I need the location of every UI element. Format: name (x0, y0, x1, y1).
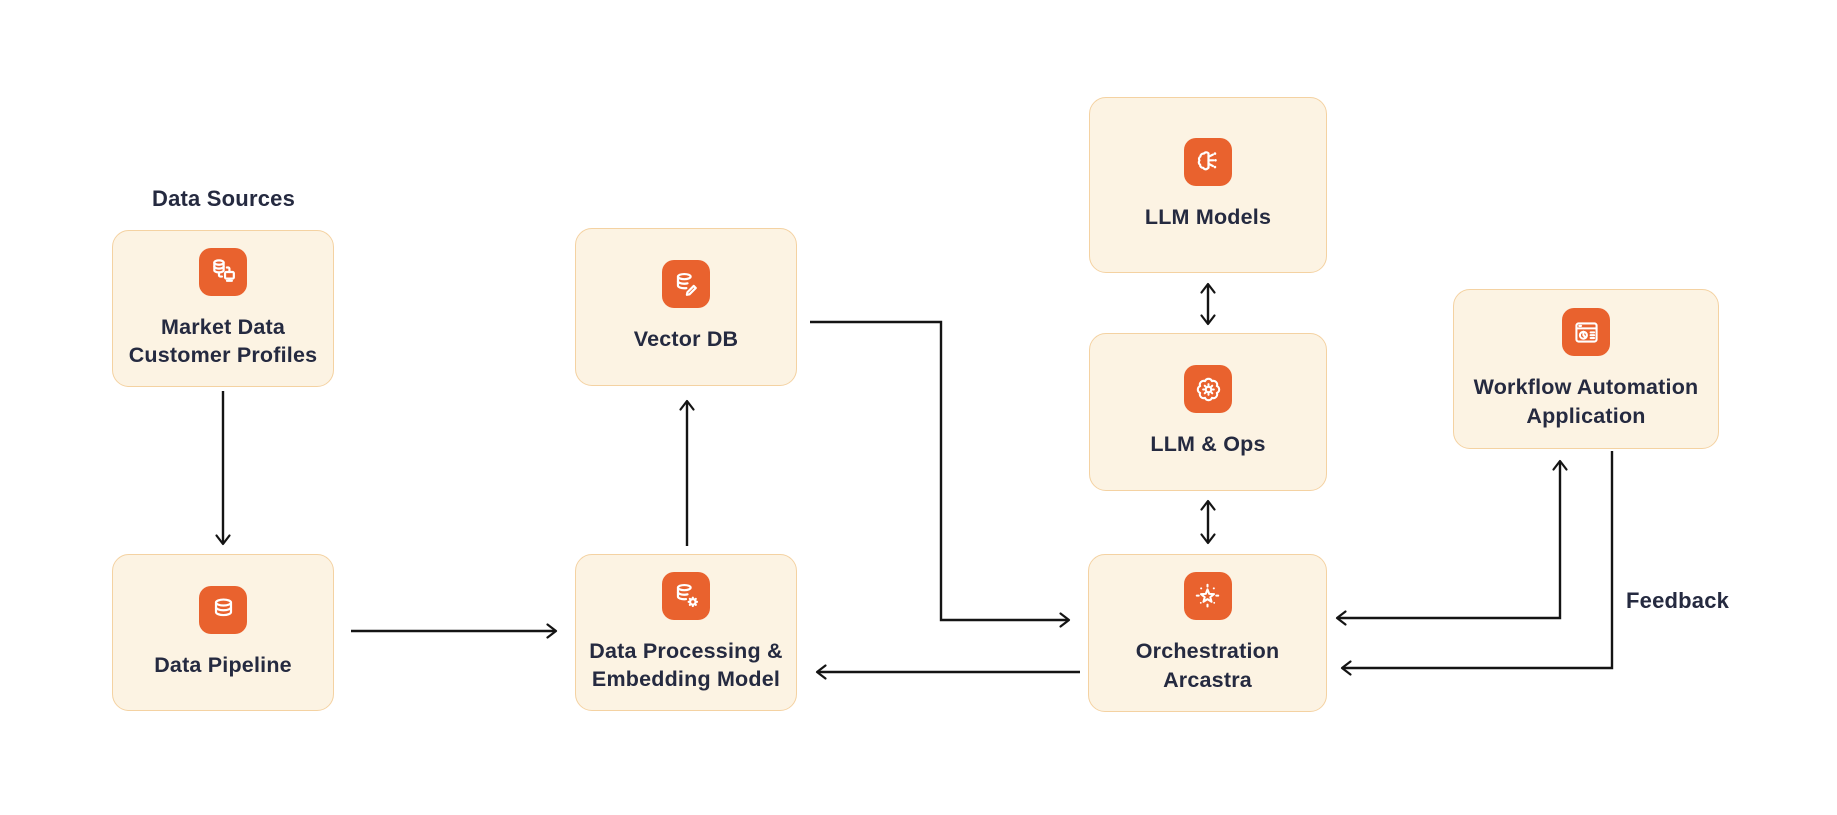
node-workflow-app: Workflow Automation Application (1453, 289, 1719, 449)
node-llm-models: LLM Models (1089, 97, 1327, 273)
edge-workflow-feedback-orchestration (1340, 451, 1614, 676)
node-label: Orchestration Arcastra (1135, 639, 1280, 692)
node-label: Data Pipeline (154, 652, 292, 677)
node-vector-db: Vector DB (575, 228, 797, 386)
star-sparkle-icon (1183, 572, 1232, 621)
database-network-icon (199, 247, 247, 296)
node-llm-ops: LLM & Ops (1089, 333, 1327, 491)
brain-circuit-icon (1184, 138, 1232, 187)
database-gear-icon (662, 571, 710, 620)
node-label: Market Data Customer Profiles (128, 314, 318, 367)
node-data-processing: Data Processing & Embedding Model (575, 554, 797, 711)
node-label: Workflow Automation Application (1473, 375, 1699, 428)
node-orchestration: Orchestration Arcastra (1088, 554, 1327, 712)
edge-vectordb-to-orchestration (810, 320, 1071, 628)
node-label: LLM & Ops (1150, 432, 1266, 457)
node-label: LLM Models (1144, 205, 1272, 230)
node-label: Vector DB (633, 327, 739, 352)
database-icon (199, 585, 247, 634)
feedback-label: Feedback (1626, 588, 1730, 613)
database-edit-icon (662, 260, 710, 309)
data-sources-label: Data Sources (152, 186, 296, 211)
node-label: Data Processing & Embedding Model (589, 638, 783, 691)
node-data-pipeline: Data Pipeline (112, 554, 334, 711)
node-market-data: Market Data Customer Profiles (112, 230, 334, 387)
gear-flower-icon (1184, 365, 1232, 414)
app-window-icon (1562, 308, 1610, 357)
edge-orchestration-workflow (1335, 459, 1568, 626)
